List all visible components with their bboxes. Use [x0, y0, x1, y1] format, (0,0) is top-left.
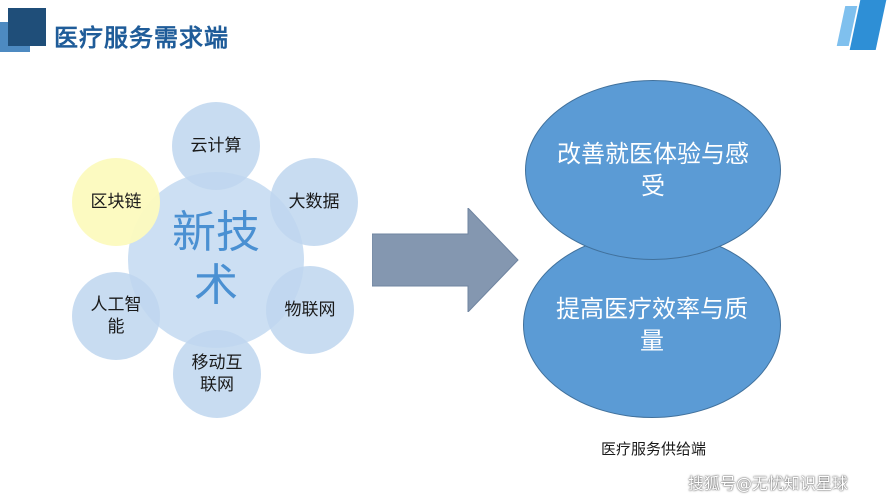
page-title: 医疗服务需求端: [54, 24, 229, 52]
outcome-label: 提高医疗效率与质量: [556, 294, 748, 355]
outcome-experience-circle: 改善就医体验与感受: [525, 80, 781, 260]
satellite-ai: 人工智能: [72, 272, 160, 360]
corner-decoration: [8, 8, 46, 46]
satellite-label: 区块链: [90, 191, 142, 212]
satellite-label: 大数据: [288, 191, 340, 212]
satellite-iot: 物联网: [266, 266, 354, 354]
satellite-label: 物联网: [284, 299, 336, 320]
supply-side-caption: 医疗服务供给端: [601, 440, 707, 458]
center-label: 新技术: [172, 207, 260, 311]
satellite-cloud-computing: 云计算: [172, 102, 260, 190]
satellite-label: 人工智能: [90, 294, 142, 337]
satellite-label: 云计算: [190, 135, 242, 156]
satellite-mobile-internet: 移动互联网: [173, 330, 261, 418]
right-arrow-icon: [372, 208, 519, 312]
satellite-blockchain: 区块链: [72, 158, 160, 246]
outcome-label: 改善就医体验与感受: [557, 139, 749, 200]
satellite-label: 移动互联网: [191, 352, 243, 395]
watermark: 搜狐号@无忧知识星球: [688, 474, 849, 493]
satellite-big-data: 大数据: [270, 158, 358, 246]
outcome-efficiency-circle: 提高医疗效率与质量: [523, 232, 781, 418]
